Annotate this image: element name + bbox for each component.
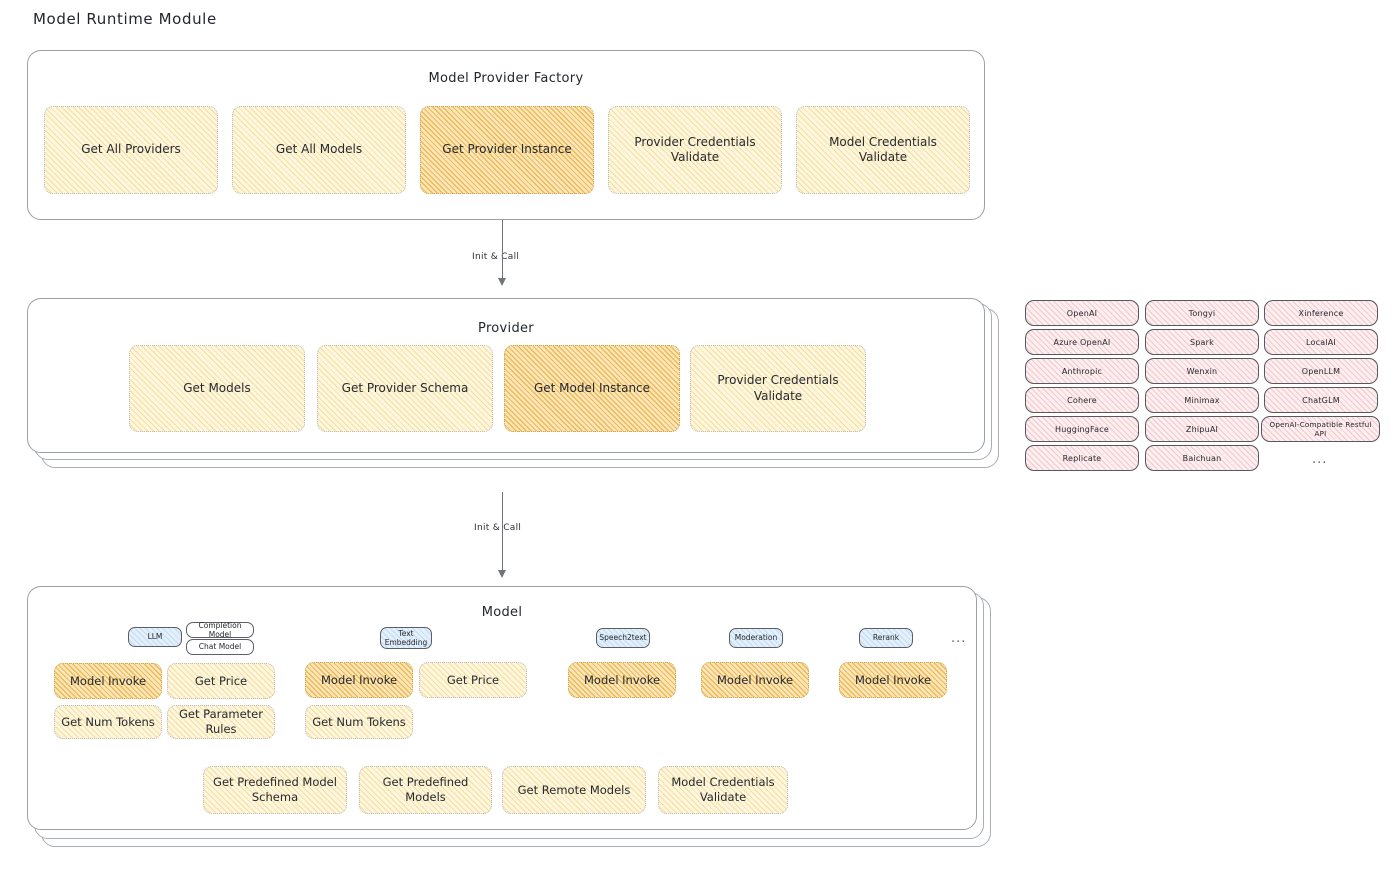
provider-pill-openai-compatible-restful-api[interactable]: OpenAI-Compatible Restful API [1261,416,1380,442]
model-provider-factory-title: Model Provider Factory [428,71,584,86]
provider-pill-zhipuai[interactable]: ZhipuAI [1145,416,1259,442]
model-common-node-model-credentials-validate[interactable]: Model Credentials Validate [658,766,788,814]
model-textembedding-node-get-price[interactable]: Get Price [419,662,527,698]
provider-pill-wenxin[interactable]: Wenxin [1145,358,1259,384]
model-llm-node-get-parameter-rules[interactable]: Get Parameter Rules [167,705,275,739]
model-speech2text-node-model-invoke[interactable]: Model Invoke [568,662,676,698]
provider-node-get-provider-schema[interactable]: Get Provider Schema [317,345,493,432]
provider-pill-azure-openai[interactable]: Azure OpenAI [1025,329,1139,355]
connector-factory-to-provider-label: Init & Call [472,252,520,262]
model-subbadge-completion-model[interactable]: Completion Model [186,621,254,639]
model-subbadge-chat-model[interactable]: Chat Model [186,639,254,655]
model-llm-node-get-price[interactable]: Get Price [167,663,275,699]
model-textembedding-node-model-invoke[interactable]: Model Invoke [305,662,413,698]
connector-provider-to-model-arrowhead [498,570,506,578]
provider-title: Provider [478,321,534,336]
factory-node-model-credentials-validate[interactable]: Model Credentials Validate [796,106,970,194]
provider-pill-openai[interactable]: OpenAI [1025,300,1139,326]
connector-factory-to-provider-arrowhead [498,278,506,286]
factory-node-provider-credentials-validate[interactable]: Provider Credentials Validate [608,106,782,194]
model-badge-text-embedding[interactable]: Text Embedding [380,627,432,649]
provider-pill-localai[interactable]: LocalAI [1264,329,1378,355]
model-llm-node-model-invoke[interactable]: Model Invoke [54,663,162,699]
provider-node-provider-credentials-validate[interactable]: Provider Credentials Validate [690,345,866,432]
provider-pill-tongyi[interactable]: Tongyi [1145,300,1259,326]
model-badge-rerank[interactable]: Rerank [859,628,913,648]
page-title: Model Runtime Module [33,10,217,28]
provider-pill-chatglm[interactable]: ChatGLM [1264,387,1378,413]
provider-pill-cohere[interactable]: Cohere [1025,387,1139,413]
model-moderation-node-model-invoke[interactable]: Model Invoke [701,662,809,698]
model-title: Model [481,605,523,620]
model-rerank-node-model-invoke[interactable]: Model Invoke [839,662,947,698]
provider-pill-xinference[interactable]: Xinference [1264,300,1378,326]
model-llm-node-get-num-tokens[interactable]: Get Num Tokens [54,705,162,739]
model-groups-more-ellipsis: ... [951,631,967,646]
factory-node-get-all-models[interactable]: Get All Models [232,106,406,194]
model-badge-speech2text[interactable]: Speech2text [596,628,650,648]
factory-node-get-all-providers[interactable]: Get All Providers [44,106,218,194]
model-common-node-get-remote-models[interactable]: Get Remote Models [502,766,646,814]
provider-pill-spark[interactable]: Spark [1145,329,1259,355]
provider-pill-replicate[interactable]: Replicate [1025,445,1139,471]
provider-node-get-model-instance[interactable]: Get Model Instance [504,345,680,432]
model-textembedding-node-get-num-tokens[interactable]: Get Num Tokens [305,705,413,739]
connector-factory-to-provider-line [502,220,503,280]
provider-list-more-ellipsis: ... [1312,452,1328,467]
factory-node-get-provider-instance[interactable]: Get Provider Instance [420,106,594,194]
model-common-node-get-predefined-model-schema[interactable]: Get Predefined Model Schema [203,766,347,814]
model-badge-llm[interactable]: LLM [128,627,182,647]
provider-pill-minimax[interactable]: Minimax [1145,387,1259,413]
connector-provider-to-model-line [502,492,503,572]
provider-node-get-models[interactable]: Get Models [129,345,305,432]
provider-pill-huggingface[interactable]: HuggingFace [1025,416,1139,442]
model-badge-moderation[interactable]: Moderation [729,628,783,648]
model-common-node-get-predefined-models[interactable]: Get Predefined Models [359,766,492,814]
provider-pill-openllm[interactable]: OpenLLM [1264,358,1378,384]
provider-pill-baichuan[interactable]: Baichuan [1145,445,1259,471]
connector-provider-to-model-label: Init & Call [474,523,522,533]
provider-pill-anthropic[interactable]: Anthropic [1025,358,1139,384]
